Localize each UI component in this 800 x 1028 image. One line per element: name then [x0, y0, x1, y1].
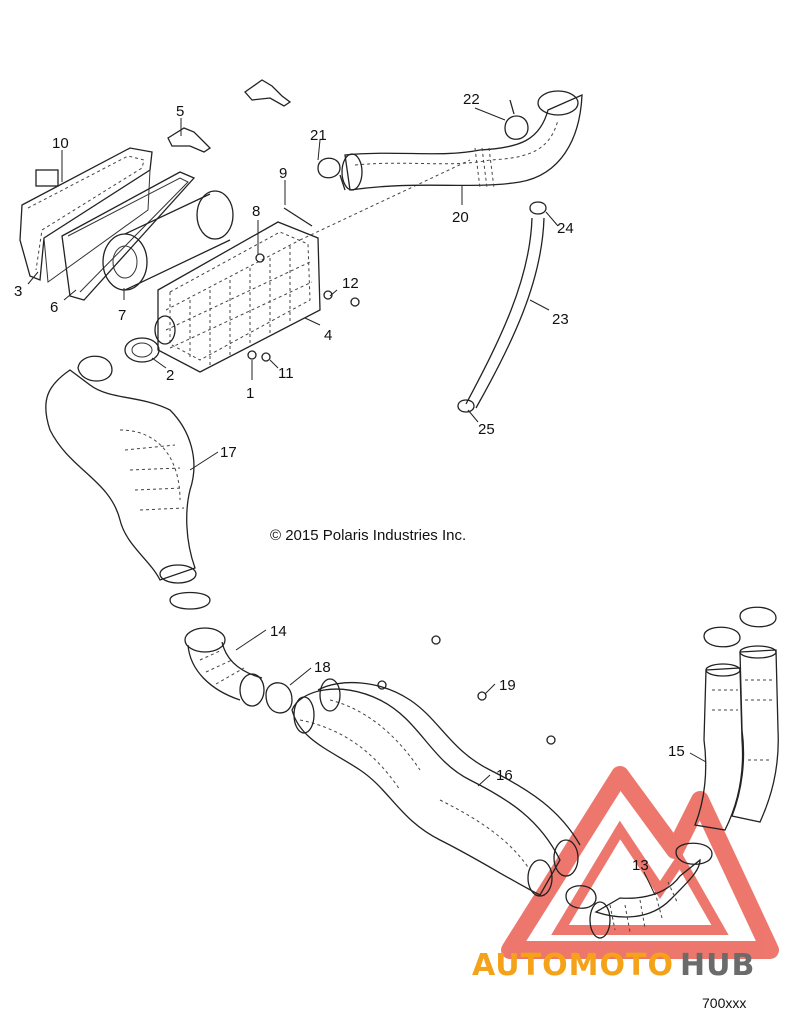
fasteners-19	[377, 635, 556, 745]
airbox-cover	[19, 147, 153, 283]
elbow-14	[184, 627, 265, 707]
callout-9: 9	[279, 165, 287, 182]
twin-duct-15	[694, 645, 779, 831]
fasteners-airbox	[247, 253, 360, 362]
callout-17: 17	[220, 444, 237, 461]
callout-12: 12	[342, 275, 359, 292]
clamp-18	[265, 682, 293, 714]
callout-3: 3	[14, 283, 22, 300]
clamp-22	[504, 99, 529, 140]
clip-upper	[244, 79, 292, 107]
air-filter	[102, 190, 234, 291]
callout-14: 14	[270, 623, 287, 640]
callout-2: 2	[166, 367, 174, 384]
callout-6: 6	[50, 299, 58, 316]
callout-1: 1	[246, 385, 254, 402]
callout-16: 16	[496, 767, 513, 784]
outlet-ring	[124, 337, 160, 363]
copyright-notice: © 2015 Polaris Industries Inc.	[270, 527, 466, 544]
clamp-25	[457, 399, 475, 413]
elbow-13	[589, 858, 701, 939]
callout-25: 25	[478, 421, 495, 438]
watermark-text-orange: AUTOMOTO	[472, 948, 674, 983]
clamp-15-b	[739, 606, 777, 628]
clamp-13-right	[675, 842, 713, 865]
intake-duct	[341, 90, 583, 191]
twin-duct-16	[291, 678, 581, 897]
callout-11: 11	[278, 365, 294, 382]
callout-22: 22	[463, 91, 480, 108]
clamp-15-a	[703, 626, 741, 648]
callout-10: 10	[52, 135, 69, 152]
callout-13: 13	[632, 857, 649, 874]
callout-4: 4	[324, 327, 332, 344]
callout-21: 21	[310, 127, 327, 144]
callout-5: 5	[176, 103, 184, 120]
airbox-body	[154, 221, 321, 373]
watermark-text-gray: HUB	[680, 948, 755, 983]
callout-18: 18	[314, 659, 331, 676]
clip-lower	[167, 127, 212, 153]
callout-15: 15	[668, 743, 685, 760]
callout-19: 19	[499, 677, 516, 694]
callout-24: 24	[557, 220, 574, 237]
clamp-17-top	[77, 355, 113, 382]
hose-23	[465, 217, 545, 409]
watermark-logo	[501, 766, 779, 959]
callout-8: 8	[252, 203, 260, 220]
airbox-seal	[61, 171, 196, 301]
bolt-9	[283, 207, 313, 227]
callout-23: 23	[552, 311, 569, 328]
callout-7: 7	[118, 307, 126, 324]
clamp-17-bottom	[169, 591, 211, 610]
clamp-24	[529, 201, 547, 215]
clamp-21	[317, 157, 346, 191]
clamp-13-left	[565, 885, 597, 909]
leader-lines	[27, 107, 707, 896]
duct-17	[45, 369, 197, 584]
callout-20: 20	[452, 209, 469, 226]
reference-code: 700xxx	[702, 995, 746, 1011]
